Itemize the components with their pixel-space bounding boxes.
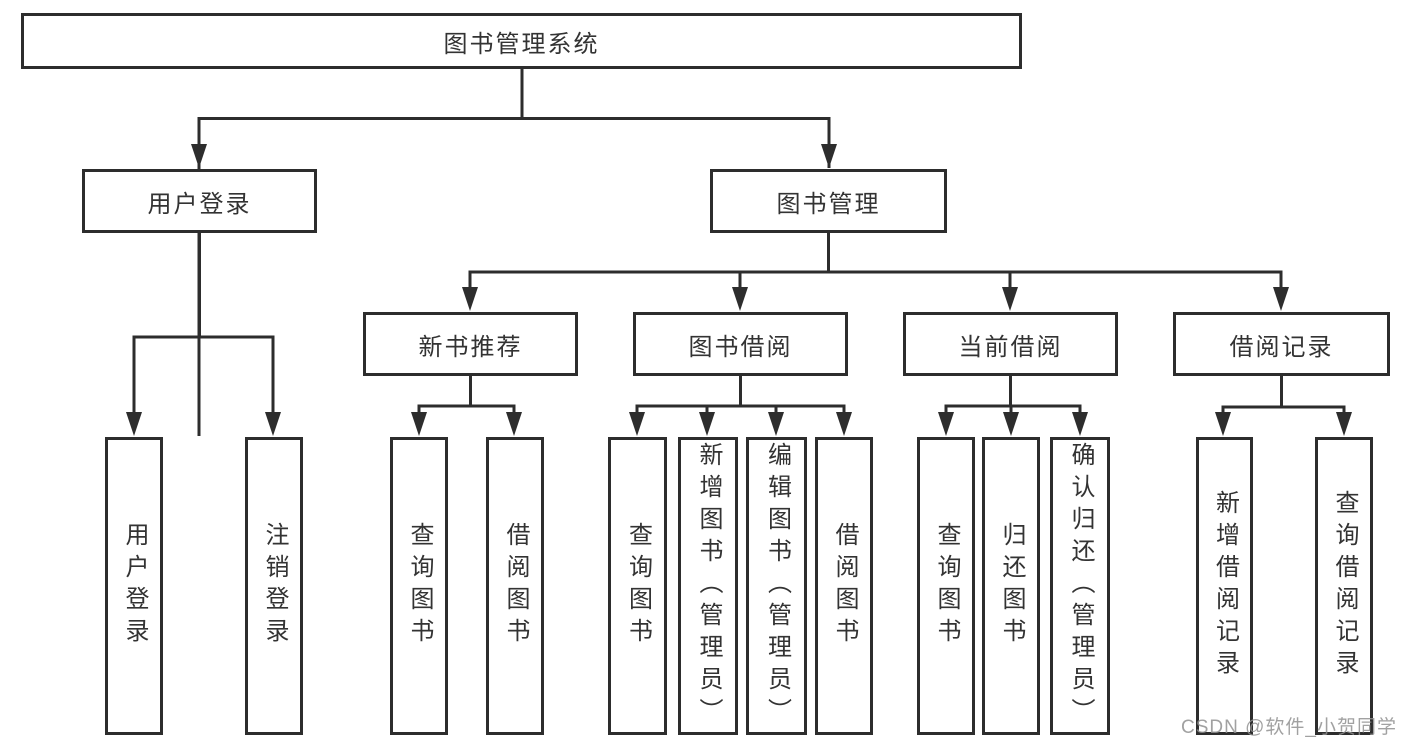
node-label: 新书推荐 [418,333,523,361]
leaf-edit-book-admin: 编辑图书（管理员） [746,437,807,735]
node-label: 图书管理系统 [443,30,600,58]
leaf-confirm-return-admin: 确认归还（管理员） [1050,437,1110,735]
leaf-query-books-current: 查询图书 [917,437,975,735]
node-book-management: 图书管理 [710,169,947,233]
node-borrow-records: 借阅记录 [1173,312,1390,376]
node-label: 借阅图书 [502,522,529,650]
node-label: 确认归还（管理员） [1067,442,1094,730]
leaf-logout: 注销登录 [245,437,303,735]
leaf-borrow-books-recommend: 借阅图书 [486,437,544,735]
node-label: 注销登录 [261,522,288,650]
node-label: 查询图书 [406,522,433,650]
node-label: 当前借阅 [958,333,1063,361]
node-new-book-recommend: 新书推荐 [363,312,578,376]
node-label: 借阅图书 [831,522,858,650]
leaf-add-book-admin: 新增图书（管理员） [678,437,738,735]
node-label: 借阅记录 [1229,333,1334,361]
leaf-add-borrow-record: 新增借阅记录 [1196,437,1253,735]
node-label: 查询图书 [933,522,960,650]
node-label: 用户登录 [147,190,252,218]
node-label: 图书借阅 [688,333,793,361]
node-label: 查询借阅记录 [1331,490,1358,682]
node-label: 编辑图书（管理员） [763,442,791,730]
node-label: 查询图书 [624,522,652,650]
leaf-user-login: 用户登录 [105,437,163,735]
leaf-borrow-books: 借阅图书 [815,437,873,735]
node-current-borrow: 当前借阅 [903,312,1118,376]
node-book-borrow: 图书借阅 [633,312,848,376]
node-label: 新增图书（管理员） [695,442,722,730]
node-label: 图书管理 [776,190,881,218]
node-user-login: 用户登录 [82,169,317,233]
node-label: 新增借阅记录 [1211,490,1239,682]
arrowheads [126,144,1352,436]
leaf-query-borrow-record: 查询借阅记录 [1315,437,1373,735]
node-label: 用户登录 [121,522,148,650]
leaf-query-books-borrow: 查询图书 [608,437,667,735]
leaf-query-books-recommend: 查询图书 [390,437,448,735]
leaf-return-book: 归还图书 [982,437,1040,735]
node-label: 归还图书 [998,522,1025,650]
node-root-system: 图书管理系统 [21,13,1022,69]
csdn-watermark: CSDN @软件_小贺同学 [1181,717,1397,738]
